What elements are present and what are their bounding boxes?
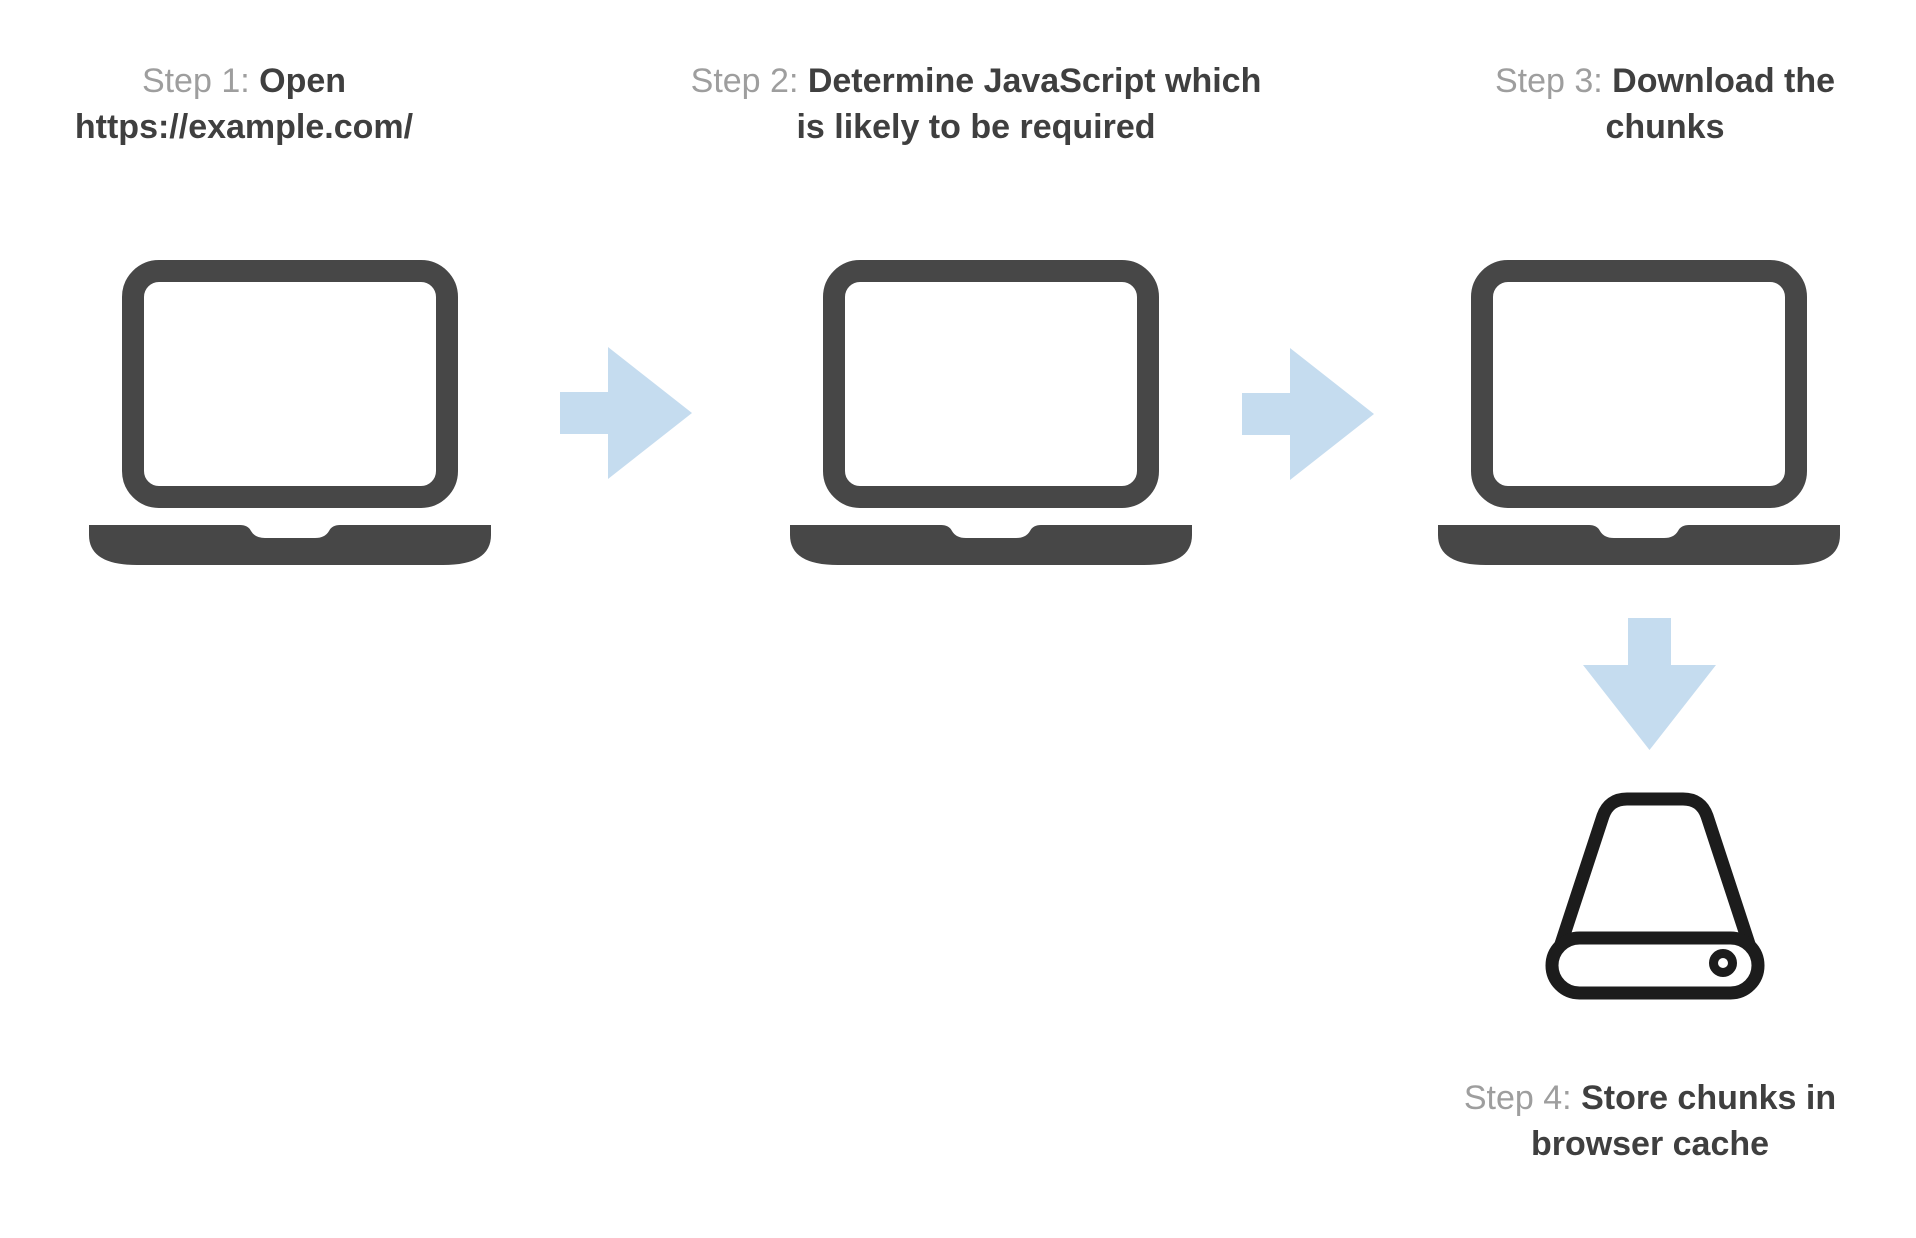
step-2-label: Determine JavaScript which is likely to … — [796, 62, 1262, 146]
step-2-caption: Step 2: Determine JavaScript which is li… — [686, 58, 1266, 150]
step-1-caption: Step 1: Open https://example.com/ — [29, 58, 459, 150]
hard-drive-icon — [1545, 792, 1765, 1005]
step-3-caption: Step 3: Download the chunks — [1445, 58, 1885, 150]
laptop-icon — [789, 260, 1193, 570]
step-3-label: Download the chunks — [1605, 62, 1836, 146]
step-1-label: Open https://example.com/ — [74, 62, 414, 146]
arrow-right-icon — [1242, 348, 1374, 485]
step-1-prefix: Step 1: — [141, 62, 260, 100]
step-4-caption: Step 4: Store chunks in browser cache — [1450, 1075, 1850, 1167]
step-4-prefix: Step 4: — [1463, 1079, 1582, 1117]
arrow-down-icon — [1583, 618, 1716, 755]
laptop-icon — [1437, 260, 1841, 570]
laptop-icon — [88, 260, 492, 570]
step-3-prefix: Step 3: — [1494, 62, 1613, 100]
arrow-right-icon — [560, 347, 692, 484]
step-2-prefix: Step 2: — [690, 62, 808, 100]
step-4-label: Store chunks in browser cache — [1530, 1079, 1837, 1163]
